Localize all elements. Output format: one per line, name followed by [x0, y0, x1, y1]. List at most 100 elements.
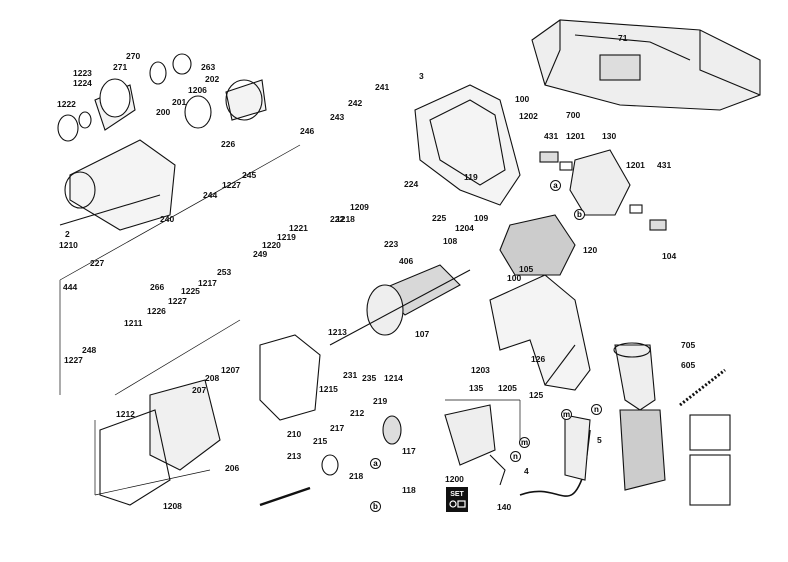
part-label-1204: 1204: [455, 223, 474, 233]
part-label-244: 244: [203, 190, 218, 200]
part-label-109: 109: [474, 213, 489, 223]
part-label-271: 271: [113, 62, 128, 72]
part-label-71: 71: [618, 33, 628, 43]
marker-a-brush: a: [550, 180, 561, 191]
part-label-1201-right: 1201: [626, 160, 645, 170]
power-cord-drawing: [519, 414, 591, 497]
part-label-105: 105: [519, 264, 534, 274]
part-label-700: 700: [566, 110, 581, 120]
set-icon-text: SET: [450, 491, 464, 498]
leader-lines: [59, 144, 521, 496]
part-label-206: 206: [225, 463, 240, 473]
part-label-246: 246: [300, 126, 315, 136]
part-label-135: 135: [469, 383, 484, 393]
marker-a-wire: a: [370, 458, 381, 469]
part-label-1223: 1223: [73, 68, 92, 78]
marker-m-cord: m: [561, 409, 572, 420]
part-label-1213: 1213: [328, 327, 347, 337]
part-label-5: 5: [597, 435, 602, 445]
part-label-1227-top: 1227: [222, 180, 241, 190]
part-label-263: 263: [201, 62, 216, 72]
part-label-140: 140: [497, 502, 512, 512]
part-label-270: 270: [126, 51, 141, 61]
brush-holder-drawing: [539, 149, 667, 231]
part-label-444: 444: [63, 282, 78, 292]
part-label-126: 126: [531, 354, 546, 364]
part-label-1203: 1203: [471, 365, 490, 375]
part-label-219: 219: [373, 396, 388, 406]
part-label-253: 253: [217, 267, 232, 277]
part-label-1205: 1205: [498, 383, 517, 393]
part-label-107: 107: [415, 329, 430, 339]
set-icon: SET: [446, 487, 468, 512]
part-label-2: 2: [65, 229, 70, 239]
side-handle-drawing: [613, 342, 726, 491]
switch-drawing: [444, 404, 506, 486]
part-label-210: 210: [287, 429, 302, 439]
part-label-1221: 1221: [289, 223, 308, 233]
part-label-130: 130: [602, 131, 617, 141]
part-label-1212: 1212: [116, 409, 135, 419]
part-label-226: 226: [221, 139, 236, 149]
part-label-120: 120: [583, 245, 598, 255]
armature-drawing: [329, 264, 471, 346]
marker-b-wire: b: [370, 501, 381, 512]
part-label-222: 222: [330, 214, 345, 224]
part-label-215: 215: [313, 436, 328, 446]
part-label-100: 100: [515, 94, 530, 104]
part-label-207: 207: [192, 385, 207, 395]
part-label-1202: 1202: [519, 111, 538, 121]
part-label-705: 705: [681, 340, 696, 350]
part-label-200: 200: [156, 107, 171, 117]
part-label-1208: 1208: [163, 501, 182, 511]
part-label-1201: 1201: [566, 131, 585, 141]
part-label-1226: 1226: [147, 306, 166, 316]
chuck-assembly-drawing: [57, 53, 267, 142]
part-label-248: 248: [82, 345, 97, 355]
part-label-202: 202: [205, 74, 220, 84]
part-label-1214: 1214: [384, 373, 403, 383]
part-label-208: 208: [205, 373, 220, 383]
part-label-241: 241: [375, 82, 390, 92]
part-label-223: 223: [384, 239, 399, 249]
part-label-227: 227: [90, 258, 105, 268]
part-label-242: 242: [348, 98, 363, 108]
marker-m-switch: m: [519, 437, 530, 448]
part-label-243: 243: [330, 112, 345, 122]
part-label-212: 212: [350, 408, 365, 418]
part-label-245: 245: [242, 170, 257, 180]
part-label-1222: 1222: [57, 99, 76, 109]
part-label-406: 406: [399, 256, 414, 266]
part-label-1217: 1217: [198, 278, 217, 288]
part-label-605: 605: [681, 360, 696, 370]
part-label-231: 231: [343, 370, 358, 380]
part-label-1225: 1225: [181, 286, 200, 296]
wiring-diagram-drawing: [689, 414, 731, 506]
part-label-1215: 1215: [319, 384, 338, 394]
part-label-225: 225: [432, 213, 447, 223]
part-label-1209: 1209: [350, 202, 369, 212]
part-label-213: 213: [287, 451, 302, 461]
handle-housing-drawing: [489, 274, 591, 391]
part-label-1224: 1224: [73, 78, 92, 88]
part-label-431: 431: [544, 131, 559, 141]
part-label-249: 249: [253, 249, 268, 259]
part-label-117: 117: [402, 446, 416, 456]
part-label-118: 118: [402, 485, 416, 495]
part-label-104: 104: [662, 251, 677, 261]
part-label-1220: 1220: [262, 240, 281, 250]
marker-n-switch: n: [510, 451, 521, 462]
motor-housing-drawing: [414, 84, 521, 206]
part-label-100-lower: 100: [507, 273, 522, 283]
part-label-240: 240: [160, 214, 175, 224]
part-label-4: 4: [524, 466, 529, 476]
part-label-3: 3: [419, 71, 424, 81]
gear-case-drawing: [99, 334, 321, 506]
part-label-224: 224: [404, 179, 419, 189]
part-label-1207: 1207: [221, 365, 240, 375]
part-label-125: 125: [529, 390, 544, 400]
part-label-1218: 1218: [336, 214, 355, 224]
shaft-drawing: [259, 415, 402, 507]
gear-housing-drawing: [59, 139, 176, 231]
part-label-1200: 1200: [445, 474, 464, 484]
